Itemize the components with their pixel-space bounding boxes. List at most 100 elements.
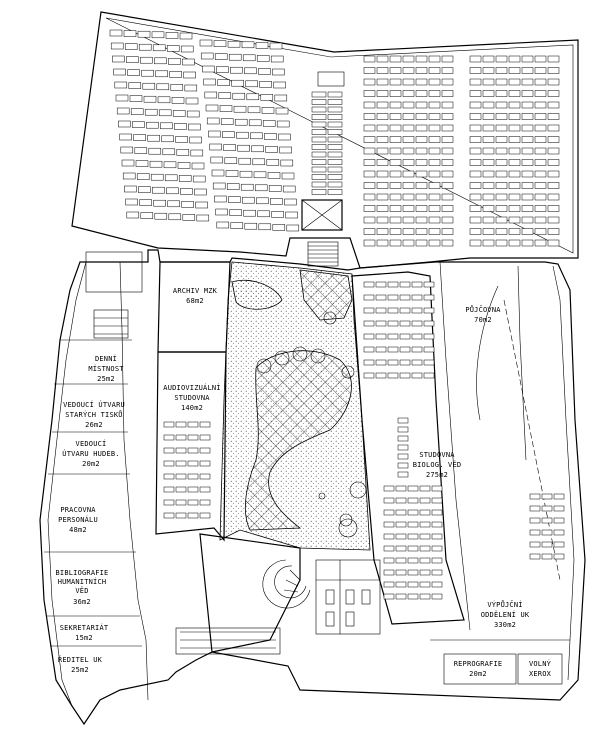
- desk: [469, 101, 482, 109]
- desk: [311, 166, 327, 173]
- desk: [276, 120, 290, 128]
- desk: [363, 67, 376, 74]
- desk: [495, 113, 508, 120]
- desk: [469, 67, 482, 74]
- desk: [130, 108, 144, 115]
- desk: [259, 81, 272, 88]
- desk: [163, 499, 175, 506]
- desk: [547, 67, 560, 74]
- desk: [541, 541, 553, 548]
- desk: [363, 182, 376, 189]
- desk: [363, 101, 376, 109]
- desk: [428, 159, 441, 166]
- desk: [397, 462, 409, 469]
- desk: [363, 205, 376, 212]
- desk: [547, 182, 560, 189]
- desk: [383, 545, 395, 552]
- desk: [521, 159, 534, 166]
- desk: [273, 81, 286, 89]
- desk: [529, 529, 541, 536]
- desk: [534, 124, 547, 132]
- desk: [431, 497, 443, 504]
- desk: [152, 186, 165, 194]
- desk: [419, 485, 431, 492]
- desk: [187, 447, 199, 454]
- desk: [165, 32, 179, 39]
- desk: [389, 228, 402, 235]
- main-floor: [39, 249, 586, 726]
- desk: [363, 346, 375, 353]
- desk: [175, 136, 188, 143]
- desk: [127, 69, 140, 76]
- desk: [270, 55, 284, 63]
- desk: [407, 593, 419, 600]
- desk: [547, 101, 560, 109]
- desk: [142, 82, 156, 90]
- desk: [547, 170, 560, 178]
- room-denni-name-2: MÍSTNOST: [88, 364, 124, 373]
- desk: [547, 239, 560, 247]
- desk: [156, 83, 170, 91]
- desk: [428, 170, 441, 178]
- desk: [395, 509, 407, 516]
- desk: [242, 196, 255, 204]
- desk: [547, 90, 560, 97]
- desk: [110, 42, 124, 50]
- room-vypujcni: VÝPŮJČNÍ ODDĚLENÍ UK 330m2: [481, 600, 530, 629]
- desk: [327, 174, 343, 180]
- desk: [113, 68, 126, 76]
- desk: [415, 182, 428, 189]
- room-vypujcni-name-2: ODDĚLENÍ UK: [481, 610, 530, 619]
- desk: [415, 147, 428, 155]
- desk: [389, 159, 402, 166]
- desk: [363, 216, 376, 224]
- desk: [428, 228, 441, 235]
- desk: [469, 90, 482, 97]
- desk: [389, 101, 402, 109]
- desk: [508, 124, 521, 132]
- desk: [469, 55, 482, 63]
- desk: [541, 529, 553, 536]
- desk: [160, 122, 173, 130]
- room-pujcovna: PŮJČOVNA 70m2: [465, 305, 501, 324]
- desk: [508, 193, 521, 201]
- desk: [387, 281, 399, 288]
- desk: [175, 460, 187, 467]
- room-vedouci-tisky-area: 26m2: [85, 421, 103, 429]
- room-vedouci-hudeb-name: VEDOUCÍ: [76, 439, 107, 448]
- desk: [441, 67, 454, 74]
- desk: [187, 512, 199, 519]
- desk: [163, 512, 175, 519]
- desk: [237, 144, 250, 152]
- desk: [547, 147, 560, 155]
- desk: [199, 421, 211, 428]
- desk: [119, 133, 132, 141]
- desk: [383, 569, 395, 576]
- desk: [469, 205, 482, 212]
- desk: [375, 359, 387, 366]
- desk: [213, 40, 227, 47]
- desk: [469, 78, 482, 86]
- desk: [376, 124, 389, 132]
- desk: [482, 228, 495, 235]
- room-pracovna-area: 48m2: [69, 526, 87, 534]
- desk: [541, 517, 553, 524]
- desk: [134, 147, 148, 154]
- desk: [399, 346, 411, 353]
- desk: [395, 545, 407, 552]
- desk: [255, 42, 269, 49]
- desk: [275, 107, 289, 115]
- desk: [415, 193, 428, 201]
- desk: [534, 193, 547, 201]
- desk: [163, 447, 175, 454]
- desk: [126, 56, 139, 63]
- desk: [375, 320, 387, 327]
- desk: [529, 505, 541, 512]
- desk: [441, 216, 454, 224]
- desk: [327, 159, 343, 165]
- desk: [469, 170, 482, 178]
- desk: [376, 182, 389, 189]
- desk: [423, 372, 435, 379]
- desk: [395, 581, 407, 588]
- desk: [172, 110, 186, 117]
